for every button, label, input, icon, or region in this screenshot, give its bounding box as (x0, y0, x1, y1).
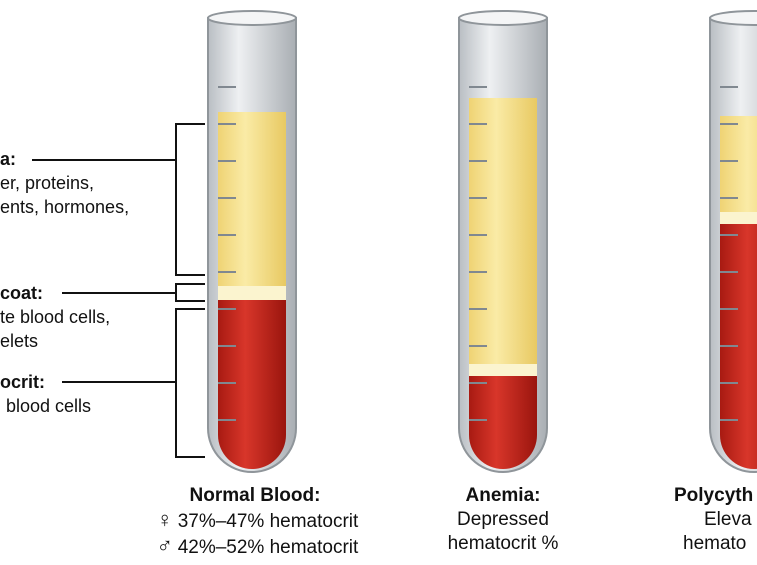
caption-anemia-line-1: Depressed (457, 509, 549, 530)
caption-poly-line-1: Eleva (704, 509, 752, 530)
tube-anemia-buffy-coat (469, 364, 537, 378)
buffy-coat-label-head: coat: (0, 283, 44, 303)
caption-normal-male: ♂42%–52% hematocrit (140, 534, 370, 560)
tube-polycythemia (709, 10, 757, 473)
tube-anemia-graduations (469, 86, 487, 421)
caption-normal: Normal Blood: ♀37%–47% hematocrit ♂42%–5… (140, 484, 370, 560)
buffy-coat-label-line-2: elets (0, 331, 39, 351)
plasma-label-line-2: ents, hormones, (0, 197, 130, 217)
caption-normal-male-text: 42%–52% hematocrit (177, 537, 359, 558)
male-symbol-icon: ♂ (156, 533, 173, 558)
tube-anemia-plasma (469, 98, 537, 366)
tube-anemia-rim (458, 10, 548, 26)
plasma-label-line-1: er, proteins, (0, 173, 95, 193)
hematocrit-bracket (175, 308, 205, 458)
caption-anemia-line-2: hematocrit % (447, 533, 559, 554)
tube-normal-graduations (218, 86, 236, 421)
caption-anemia-title: Anemia: (465, 485, 541, 506)
caption-normal-title: Normal Blood: (189, 485, 321, 506)
tube-poly-buffy-coat (720, 212, 757, 226)
tube-normal-buffy-coat (218, 286, 286, 302)
tube-normal-rim (207, 10, 297, 26)
caption-poly-title: Polycyth (674, 485, 754, 506)
tube-poly-graduations (720, 86, 738, 421)
plasma-label-head: a: (0, 149, 17, 169)
caption-normal-female: ♀37%–47% hematocrit (140, 508, 370, 534)
caption-poly-line-2: hemato (683, 533, 747, 554)
hematocrit-label: ocrit: blood cells (0, 370, 91, 418)
caption-polycythemia: Polycyth Eleva hemato (674, 484, 757, 556)
tube-normal-red-cells (218, 300, 286, 469)
tube-poly-rim (709, 10, 757, 26)
hematocrit-label-head: ocrit: (0, 372, 45, 392)
tube-poly-plasma (720, 116, 757, 216)
tube-anemia-red-cells (469, 376, 537, 469)
tube-anemia (458, 10, 548, 473)
caption-anemia: Anemia: Depressed hematocrit % (413, 484, 593, 556)
buffy-coat-label-line-1: te blood cells, (0, 307, 111, 327)
caption-normal-female-text: 37%–47% hematocrit (177, 511, 359, 532)
plasma-bracket (175, 123, 205, 276)
female-symbol-icon: ♀ (156, 507, 173, 532)
tube-normal (207, 10, 297, 473)
buffy-coat-label: coat: te blood cells, elets (0, 281, 110, 353)
plasma-label: a: er, proteins, ents, hormones, (0, 147, 129, 219)
hematocrit-label-line-1: blood cells (6, 396, 92, 416)
buffy-bracket (175, 283, 205, 302)
label-brackets (32, 123, 205, 458)
tube-normal-plasma (218, 112, 286, 288)
tube-poly-red-cells (720, 224, 757, 469)
